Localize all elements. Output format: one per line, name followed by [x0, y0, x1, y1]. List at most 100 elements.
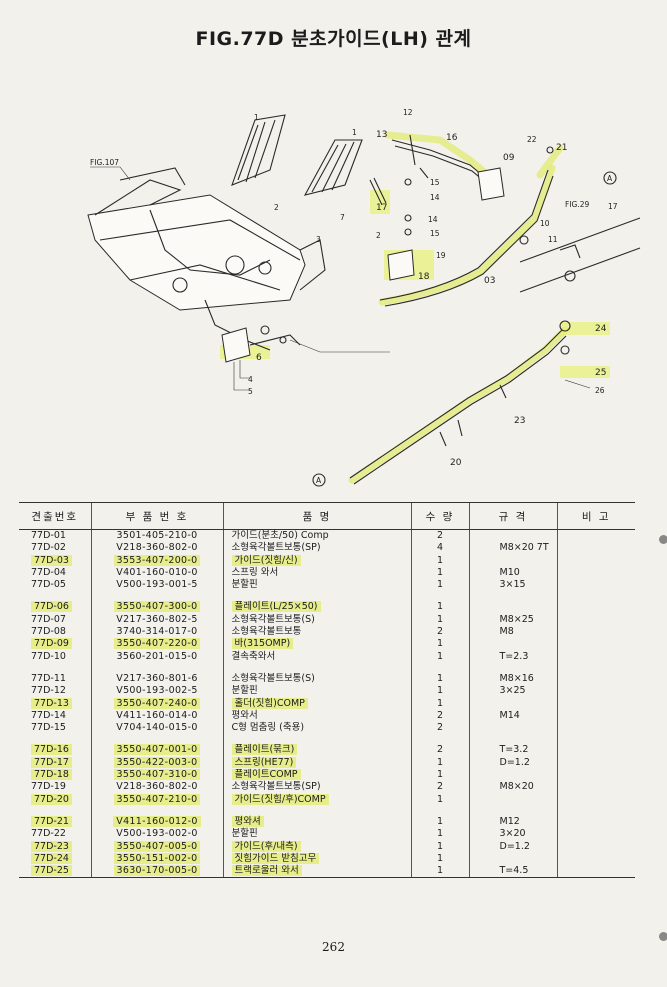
part-no-cell-text: 3550-407-300-0	[113, 601, 201, 613]
remarks-cell	[556, 554, 635, 567]
remarks-cell	[556, 613, 635, 627]
spec-cell-text: D=1.2	[499, 756, 530, 768]
spec-cell: M8×20 7T	[468, 542, 557, 555]
part-name-cell-text: 소형육각볼트보통(SP)	[231, 542, 321, 554]
header-ref-no: 견출번호	[19, 502, 91, 530]
spec-cell: M8×25	[468, 613, 557, 627]
part-name-cell: 트랙로울러 와서	[222, 865, 411, 879]
ref-no-cell-text: 77D-03	[31, 554, 72, 566]
spec-cell-text: M8×20	[499, 781, 534, 793]
part-no-cell-text: 3501-405-210-0	[116, 530, 198, 541]
quantity-cell-text: 1	[436, 793, 444, 805]
part-no-cell-text: 3550-422-003-0	[113, 756, 201, 768]
callout-19: 19	[436, 251, 446, 260]
binder-hole	[659, 932, 667, 941]
ref-no-cell-text: 77D-05	[31, 579, 66, 591]
part-name-cell-text: 분할핀	[231, 579, 258, 591]
callout-14b: 14	[428, 215, 438, 224]
ref-no-cell-text: 77D-23	[31, 840, 72, 852]
part-name-cell: 플레이트(묶크)	[222, 744, 411, 757]
part-no-cell: V217-360-801-6	[90, 672, 223, 686]
part-name-cell: 분할핀	[222, 685, 411, 698]
callout-20: 20	[450, 458, 462, 468]
quantity-cell: 2	[410, 744, 469, 757]
quantity-cell: 1	[410, 793, 469, 806]
callout-26: 26	[595, 386, 605, 395]
remarks-cell	[556, 781, 635, 794]
table-gap-row	[19, 591, 635, 602]
quantity-cell: 1	[410, 756, 469, 770]
part-no-cell: 3550-407-240-0	[90, 697, 223, 710]
remarks-cell	[556, 650, 635, 663]
callout-18: 18	[418, 272, 430, 282]
part-no-cell-text: 3630-170-005-0	[113, 865, 201, 877]
quantity-cell: 1	[410, 554, 469, 567]
part-name-cell: 분할핀	[222, 828, 411, 841]
part-name-cell-text: 플레이트(L/25×50)	[231, 601, 321, 613]
part-no-cell-text: 3550-407-210-0	[113, 793, 201, 805]
part-no-cell-text: V218-360-802-0	[116, 542, 198, 554]
quantity-cell: 1	[410, 697, 469, 710]
part-name-cell-text: 가이드(후/내측)	[231, 840, 301, 852]
callout-2a: 2	[274, 203, 279, 212]
part-name-cell-text: C형 멈춤링 (축용)	[231, 722, 305, 734]
ref-no-cell-text: 77D-18	[31, 769, 72, 781]
part-no-cell: V401-160-010-0	[90, 566, 223, 580]
remarks-cell	[556, 529, 635, 543]
quantity-cell: 1	[410, 685, 469, 698]
spec-cell-text: 3×20	[499, 828, 526, 840]
table-gap-row	[19, 734, 635, 745]
ref-no-cell: 77D-15	[19, 722, 91, 734]
spec-cell-text: T=4.5	[499, 865, 529, 877]
part-name-cell: C형 멈춤링 (축용)	[222, 722, 411, 735]
part-name-cell: 가이드(분초/50) Comp	[222, 529, 411, 543]
quantity-cell-text: 2	[436, 744, 444, 756]
part-no-cell: 3550-407-001-0	[90, 744, 223, 757]
callout-7: 7	[340, 213, 345, 222]
ref-no-cell: 77D-22	[19, 828, 91, 840]
part-no-cell-text: V411-160-012-0	[113, 815, 201, 827]
part-no-cell: V704-140-015-0	[90, 722, 223, 735]
ref-no-cell-text: 77D-08	[31, 626, 66, 638]
part-no-cell: 3550-407-005-0	[90, 840, 223, 853]
remarks-cell	[556, 828, 635, 841]
plate-06-drawing	[221, 325, 390, 391]
ref-no-cell: 77D-10	[19, 651, 91, 663]
quantity-cell-text: 4	[436, 542, 444, 554]
quantity-cell-text: 1	[436, 672, 444, 684]
quantity-cell: 1	[410, 638, 469, 651]
quantity-cell-text: 1	[436, 756, 444, 768]
part-no-cell-text: V411-160-014-0	[116, 709, 198, 721]
callout-15a: 15	[430, 178, 440, 187]
part-name-cell-text: 짓힘가이드 받침고무	[231, 852, 320, 864]
ref-no-cell-text: 77D-17	[31, 756, 72, 768]
part-no-cell-text: 3553-407-200-0	[113, 554, 201, 566]
part-no-cell-text: V217-360-802-5	[116, 613, 198, 625]
part-name-cell: 바(315OMP)	[222, 638, 411, 651]
ref-no-cell-text: 77D-15	[31, 722, 66, 734]
part-no-cell: 3550-407-220-0	[90, 638, 223, 651]
spec-cell: M14	[468, 709, 557, 723]
part-name-cell: 소형육각볼트보통	[222, 626, 411, 639]
spec-cell: M8	[468, 626, 557, 639]
part-name-cell-text: 스프링 와서	[231, 566, 279, 578]
quantity-cell: 1	[410, 815, 469, 829]
part-no-cell-text: V500-193-001-5	[116, 579, 198, 591]
spec-cell-text: M8×16	[499, 672, 534, 684]
part-name-cell-text: 가이드(짓힘/신)	[231, 554, 301, 566]
part-name-cell: 스프링(HE77)	[222, 756, 411, 770]
spec-cell	[468, 793, 557, 806]
remarks-cell	[556, 579, 635, 592]
quantity-cell-text: 1	[436, 697, 444, 709]
part-name-cell: 평와서	[222, 709, 411, 723]
part-no-cell: V217-360-802-5	[90, 613, 223, 627]
